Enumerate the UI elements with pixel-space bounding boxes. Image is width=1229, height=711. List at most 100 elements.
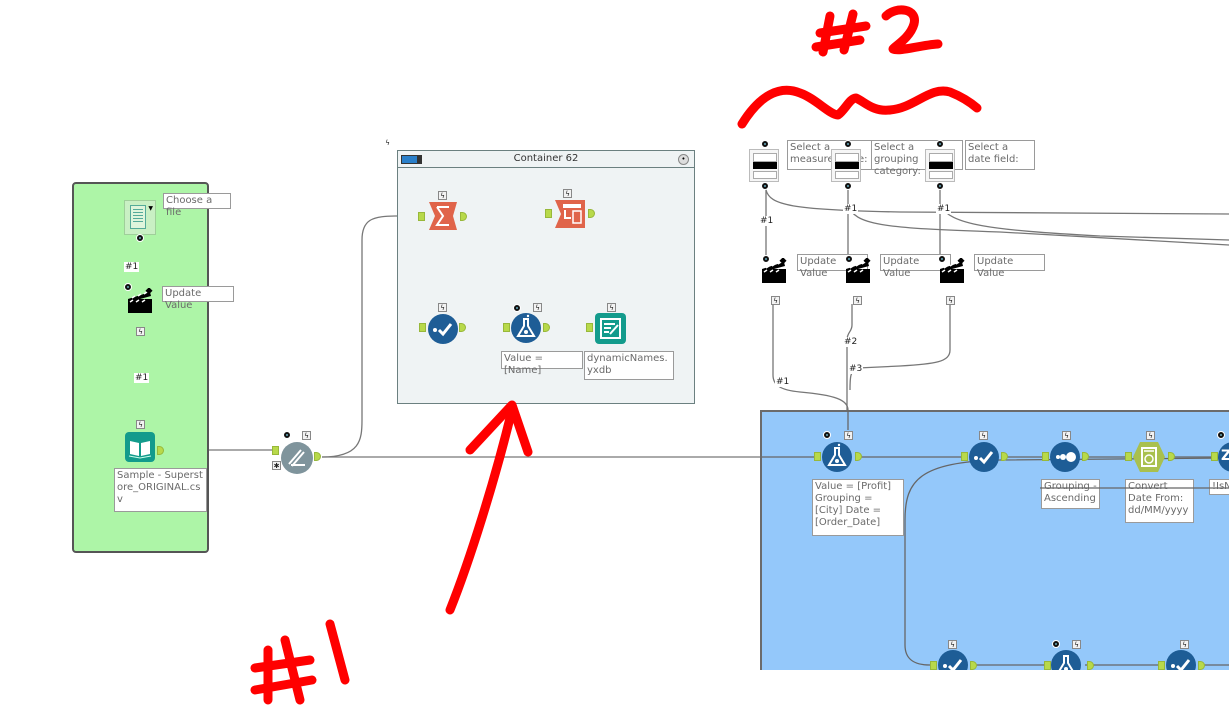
book-icon: [128, 441, 152, 459]
input-anchor[interactable]: [419, 323, 426, 332]
bolt-icon: ϟ: [438, 191, 447, 200]
connection-line: [939, 204, 1229, 241]
bolt-icon: ϟ: [771, 296, 780, 305]
clock-icon: [823, 431, 831, 439]
output-anchor[interactable]: [157, 446, 164, 455]
bolt-icon: ϟ: [1072, 640, 1081, 649]
output-anchor[interactable]: [1082, 452, 1089, 461]
bolt-icon: ϟ: [136, 327, 145, 336]
input-anchor[interactable]: [586, 323, 593, 332]
connection-line: [847, 204, 1229, 246]
dropdown-label-3: Select a date field:: [965, 140, 1035, 170]
clock-icon: [936, 140, 944, 148]
input-anchor[interactable]: [1042, 452, 1049, 461]
output-anchor[interactable]: [460, 212, 467, 221]
datetime-label: Convert Date From: dd/MM/yyyy: [1125, 479, 1194, 523]
connection-line: [321, 215, 418, 458]
bolt-icon: ϟ: [1146, 431, 1155, 440]
container-toggle[interactable]: [401, 155, 422, 164]
output-anchor[interactable]: [1087, 661, 1094, 670]
update-value-label: Update Value: [880, 254, 951, 279]
input-anchor[interactable]: [814, 452, 821, 461]
input-anchor[interactable]: [930, 661, 937, 670]
connection-label: #1: [936, 204, 952, 214]
select-tool[interactable]: [428, 314, 458, 344]
connection-label: #1: [759, 216, 775, 226]
update-value-label: Update Value: [162, 286, 234, 311]
clock-icon: [844, 140, 852, 148]
output-anchor[interactable]: [1001, 452, 1008, 461]
dropdown-tool-2[interactable]: [831, 149, 861, 182]
formula-tool[interactable]: [511, 313, 541, 343]
input-anchor[interactable]: [961, 452, 968, 461]
input-anchor[interactable]: [272, 446, 279, 455]
clapperboard-icon[interactable]: [939, 258, 965, 284]
connection-line: [849, 304, 951, 391]
collapse-button[interactable]: •: [678, 154, 689, 165]
dropdown-tool-3[interactable]: [925, 149, 955, 182]
bolt-icon: ϟ: [302, 431, 311, 440]
container-title: Container 62: [513, 153, 579, 164]
connection-label: #1: [134, 373, 150, 383]
connection-label: #3: [848, 364, 864, 374]
bolt-icon: ϟ: [136, 420, 145, 429]
select-tool[interactable]: [969, 442, 999, 472]
dropdown-tool-1[interactable]: [749, 149, 779, 182]
clock-icon: [124, 283, 132, 291]
input-anchor[interactable]: [418, 212, 425, 221]
connection-line: [772, 304, 849, 430]
file-browse-label: Choose a file: [163, 193, 231, 218]
file-browse-tool[interactable]: ▼: [124, 200, 156, 235]
datetime-tool[interactable]: [1132, 441, 1166, 473]
bolt-icon: ϟ: [1062, 431, 1071, 440]
bolt-icon: ϟ: [853, 296, 862, 305]
select-icon: [433, 323, 453, 337]
output-anchor[interactable]: [970, 661, 977, 670]
clock-icon: [845, 255, 853, 263]
crosstab-icon[interactable]: [553, 198, 587, 230]
connection-label: #2: [843, 337, 859, 347]
file-browse-icon: [130, 205, 146, 229]
formula-tool[interactable]: [822, 442, 852, 472]
clock-icon: [844, 182, 852, 190]
sort-tool[interactable]: [1050, 442, 1080, 472]
output-anchor[interactable]: [459, 323, 466, 332]
macro-gear-icon: [288, 449, 305, 467]
macro-tool[interactable]: [281, 442, 313, 474]
filter-icon: Z: [1221, 448, 1229, 464]
output-data-tool[interactable]: [595, 313, 626, 344]
sort-label: Grouping - Ascending: [1041, 479, 1100, 509]
output-anchor[interactable]: [1168, 452, 1175, 461]
filter-tool[interactable]: Z: [1218, 442, 1229, 472]
clapperboard-icon[interactable]: [845, 258, 871, 284]
output-anchor[interactable]: [543, 323, 550, 332]
connection-line: [765, 189, 1229, 215]
select-icon: [974, 451, 994, 465]
question-anchor-icon[interactable]: ✱: [272, 461, 281, 470]
input-anchor[interactable]: [1125, 452, 1132, 461]
input-anchor[interactable]: [503, 323, 510, 332]
clock-icon: [513, 304, 521, 312]
clock-icon: [761, 182, 769, 190]
output-anchor[interactable]: [855, 452, 862, 461]
connection-label: #1: [124, 262, 140, 272]
clock-icon: [136, 234, 144, 242]
input-anchor[interactable]: [545, 209, 552, 218]
output-data-label: dynamicNames.yxdb: [584, 351, 674, 380]
output-anchor[interactable]: [314, 452, 321, 461]
output-anchor[interactable]: [1198, 661, 1205, 670]
clapperboard-icon[interactable]: [761, 258, 787, 284]
bolt-icon: ϟ: [607, 303, 616, 312]
input-data-tool[interactable]: [125, 432, 155, 462]
bolt-icon: ϟ: [385, 139, 390, 147]
clapperboard-icon[interactable]: [127, 288, 153, 314]
input-anchor[interactable]: [1158, 661, 1165, 670]
output-data-icon: [600, 318, 621, 339]
summarize-sigma-icon[interactable]: [427, 200, 459, 232]
formula-flask-icon: [827, 443, 847, 466]
input-anchor[interactable]: [1211, 452, 1218, 461]
output-anchor[interactable]: [588, 209, 595, 218]
bolt-icon: ϟ: [563, 189, 572, 198]
bolt-icon: ϟ: [979, 431, 988, 440]
input-anchor[interactable]: [1044, 661, 1051, 670]
